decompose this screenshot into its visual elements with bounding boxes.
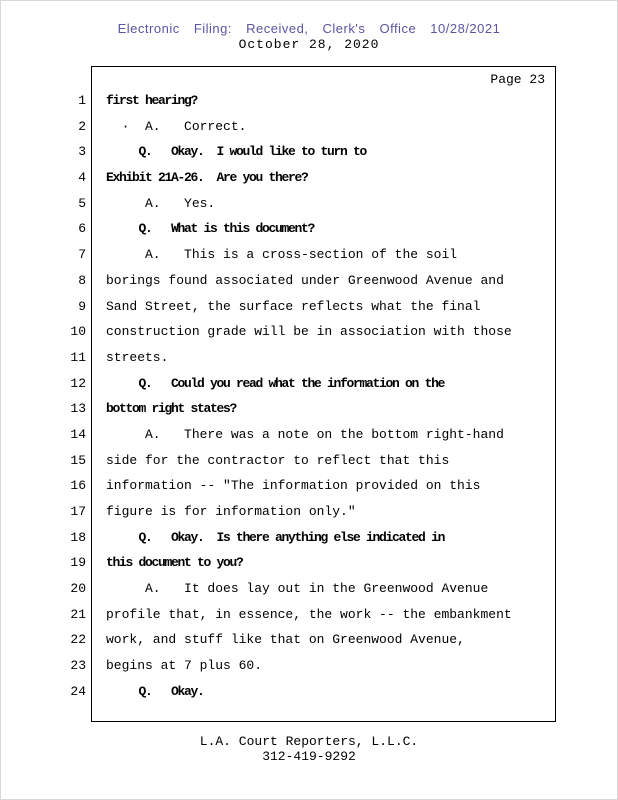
line-number: 3 bbox=[78, 144, 86, 160]
line-number: 10 bbox=[70, 324, 86, 340]
line-text: begins at 7 plus 60. bbox=[106, 658, 263, 674]
line-text: profile that, in essence, the work -- th… bbox=[106, 606, 512, 622]
line-number: 14 bbox=[70, 426, 86, 442]
transcript-line-row: 23 begins at 7 plus 60. bbox=[56, 658, 556, 684]
transcript-border-box bbox=[91, 66, 556, 722]
line-number: 13 bbox=[70, 401, 86, 417]
line-text: figure is for information only." bbox=[106, 504, 356, 519]
transcript-line-row: 14 A. There was a note on the bottom rig… bbox=[56, 427, 556, 453]
line-number: 11 bbox=[70, 349, 86, 365]
line-number: 9 bbox=[78, 298, 86, 314]
line-number: 24 bbox=[70, 683, 86, 699]
transcript-line-row: 11 streets. bbox=[56, 350, 556, 376]
line-text: work, and stuff like that on Greenwood A… bbox=[106, 632, 465, 648]
transcript-line-row: 21 profile that, in essence, the work --… bbox=[56, 607, 556, 633]
line-text: side for the contractor to reflect that … bbox=[106, 452, 450, 468]
transcript-line-row: 22 work, and stuff like that on Greenwoo… bbox=[56, 632, 556, 658]
line-text: streets. bbox=[106, 349, 169, 365]
line-text: this document to you? bbox=[106, 555, 244, 571]
line-number: 15 bbox=[70, 452, 86, 468]
line-number: 7 bbox=[78, 247, 86, 263]
line-text: construction grade will be in associatio… bbox=[106, 324, 512, 340]
line-number: 4 bbox=[78, 170, 86, 186]
transcript-line-row: 16 information -- "The information provi… bbox=[56, 478, 556, 504]
transcript-line-row: 12 Q. Could you read what the informatio… bbox=[56, 376, 556, 402]
line-number: 17 bbox=[70, 504, 86, 519]
transcript-line-row: 15 side for the contractor to reflect th… bbox=[56, 453, 556, 479]
line-text: Q. Okay. bbox=[106, 683, 205, 699]
efiling-stamp: Electronic Filing: Received, Clerk's Off… bbox=[117, 21, 501, 36]
line-number: 19 bbox=[70, 555, 86, 571]
transcript-line-row: 6 Q. What is this document? bbox=[56, 221, 556, 247]
page-number-label: Page 23 bbox=[490, 72, 545, 87]
line-number: 2 bbox=[78, 118, 86, 134]
transcript-lines: 1 first hearing? 2 · A. Correct. 3 Q. Ok… bbox=[56, 93, 556, 710]
deposition-date: October 28, 2020 bbox=[238, 37, 380, 52]
line-text: Exhibit 21A-26. Are you there? bbox=[106, 170, 309, 186]
transcript-line-row: 17 figure is for information only." bbox=[56, 504, 556, 530]
line-number: 6 bbox=[78, 221, 86, 237]
line-text: A. There was a note on the bottom right-… bbox=[106, 426, 504, 442]
transcript-line-row: 18 Q. Okay. Is there anything else indic… bbox=[56, 530, 556, 556]
line-number: 20 bbox=[70, 581, 86, 597]
transcript-line-row: 10 construction grade will be in associa… bbox=[56, 324, 556, 350]
line-text: Q. Could you read what the information o… bbox=[106, 375, 446, 391]
reporter-phone-number: 312-419-9292 bbox=[262, 749, 356, 764]
line-text: A. It does lay out in the Greenwood Aven… bbox=[106, 581, 489, 597]
transcript-line-row: 20 A. It does lay out in the Greenwood A… bbox=[56, 581, 556, 607]
line-text: borings found associated under Greenwood… bbox=[106, 272, 504, 288]
line-text: Q. Okay. I would like to turn to bbox=[106, 144, 368, 160]
line-text: information -- "The information provided… bbox=[106, 478, 481, 494]
line-text: A. Yes. bbox=[106, 195, 216, 211]
line-number: 1 bbox=[78, 93, 86, 108]
line-text: first hearing? bbox=[106, 93, 198, 108]
line-text: · A. Correct. bbox=[106, 118, 247, 134]
line-number: 5 bbox=[78, 195, 86, 211]
line-number: 21 bbox=[70, 606, 86, 622]
line-number: 16 bbox=[70, 478, 86, 494]
transcript-line-row: 4 Exhibit 21A-26. Are you there? bbox=[56, 170, 556, 196]
line-number: 23 bbox=[70, 658, 86, 674]
transcript-line-row: 13 bottom right states? bbox=[56, 401, 556, 427]
line-number: 12 bbox=[70, 375, 86, 391]
transcript-line-row: 1 first hearing? bbox=[56, 93, 556, 119]
line-text: bottom right states? bbox=[106, 401, 237, 417]
transcript-line-row: 19 this document to you? bbox=[56, 555, 556, 581]
line-text: Sand Street, the surface reflects what t… bbox=[106, 298, 481, 314]
line-text: A. This is a cross-section of the soil bbox=[106, 247, 458, 263]
reporter-company-name: L.A. Court Reporters, L.L.C. bbox=[199, 734, 419, 749]
line-number: 18 bbox=[70, 529, 86, 545]
line-number: 8 bbox=[78, 272, 86, 288]
transcript-line-row: 2 · A. Correct. bbox=[56, 119, 556, 145]
line-text: Q. What is this document? bbox=[106, 221, 316, 237]
transcript-line-row: 5 A. Yes. bbox=[56, 196, 556, 222]
transcript-line-row: 7 A. This is a cross-section of the soil bbox=[56, 247, 556, 273]
line-text: Q. Okay. Is there anything else indicate… bbox=[106, 529, 446, 545]
transcript-line-row: 3 Q. Okay. I would like to turn to bbox=[56, 144, 556, 170]
transcript-line-row: 9 Sand Street, the surface reflects what… bbox=[56, 299, 556, 325]
line-number: 22 bbox=[70, 632, 86, 648]
transcript-line-row: 8 borings found associated under Greenwo… bbox=[56, 273, 556, 299]
transcript-line-row: 24 Q. Okay. bbox=[56, 684, 556, 710]
